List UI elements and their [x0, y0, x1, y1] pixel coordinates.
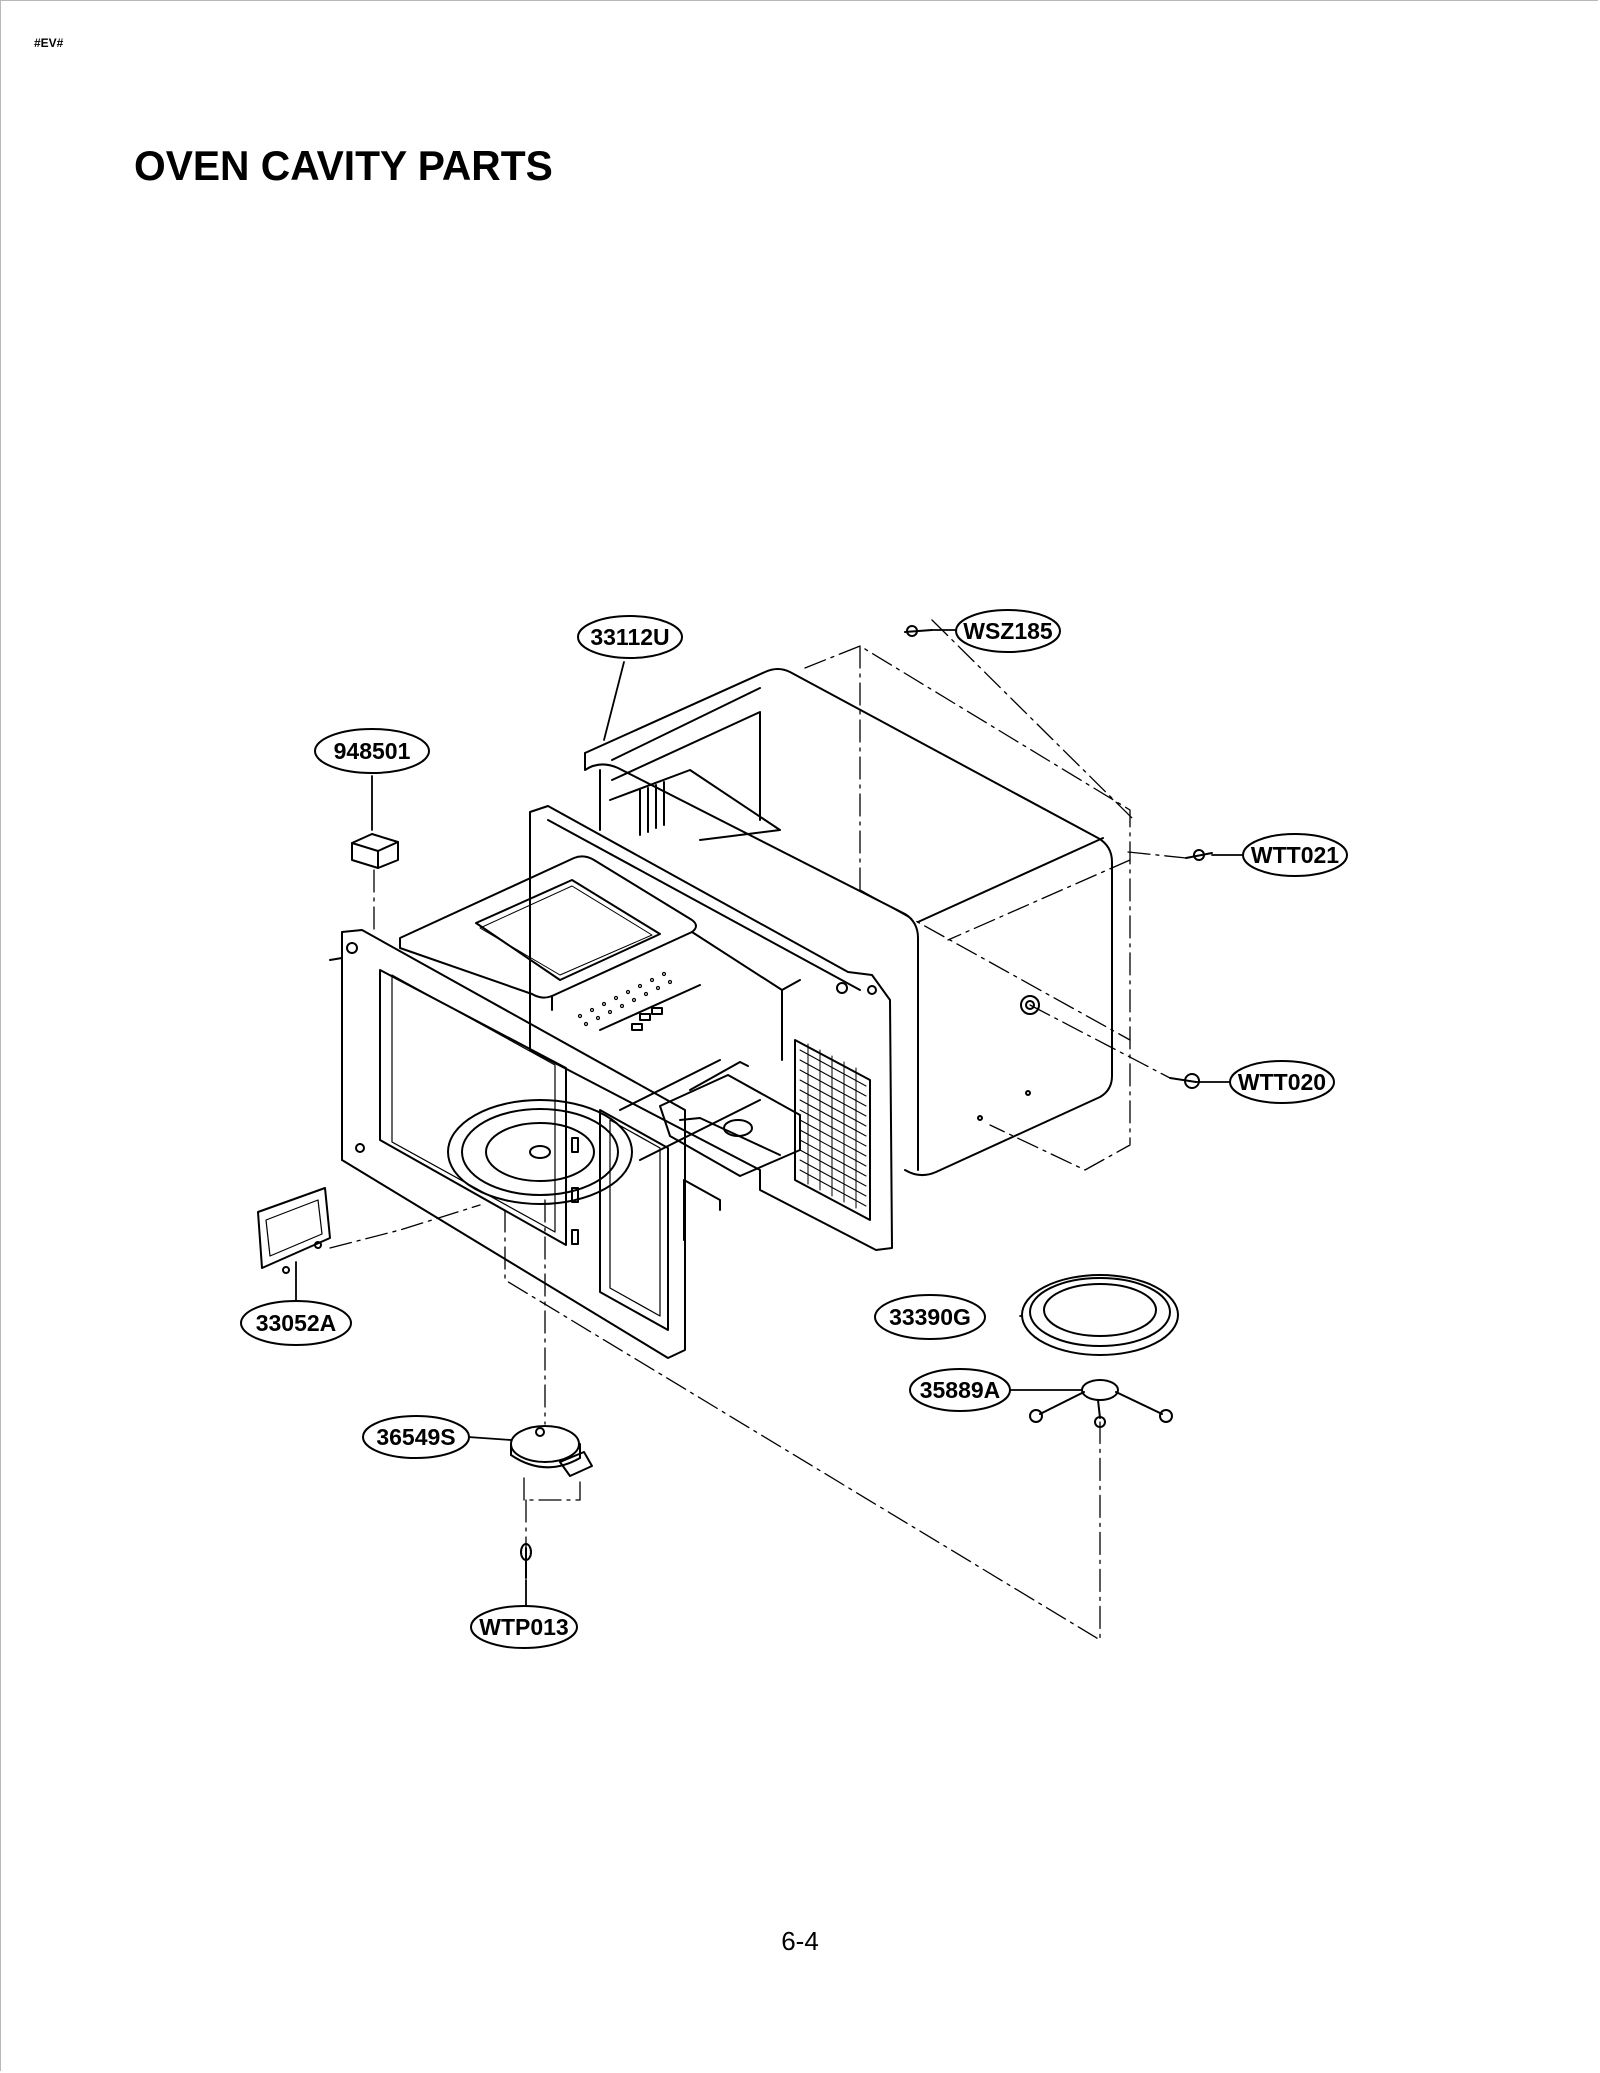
- callout-35889A-label: 35889A: [920, 1377, 1001, 1403]
- callout-WTT021: WTT021: [1242, 833, 1348, 877]
- callout-WTT021-label: WTT021: [1251, 842, 1339, 868]
- cavity-floor-ring: [447, 1099, 633, 1205]
- page-title: OVEN CAVITY PARTS: [134, 142, 553, 189]
- assembly-lines: [329, 619, 1187, 1641]
- callout-WTT020-label: WTT020: [1238, 1069, 1326, 1095]
- part-948501-block: [351, 833, 399, 869]
- callout-WTP013: WTP013: [470, 1605, 578, 1649]
- callout-35889A: 35889A: [909, 1368, 1011, 1412]
- callout-948501-label: 948501: [334, 738, 411, 764]
- callout-WTP013-label: WTP013: [479, 1614, 568, 1640]
- callout-WSZ185: WSZ185: [955, 609, 1061, 653]
- callout-33112U: 33112U: [577, 615, 683, 659]
- front-plate: [329, 929, 686, 1359]
- callout-36549S-label: 36549S: [376, 1424, 455, 1450]
- callout-33390G-label: 33390G: [889, 1304, 971, 1330]
- back-plate: [529, 805, 893, 1251]
- callout-33052A: 33052A: [240, 1300, 352, 1346]
- screw-WTP013: [520, 1543, 532, 1579]
- callout-36549S: 36549S: [362, 1415, 470, 1459]
- callout-33052A-label: 33052A: [256, 1310, 337, 1336]
- part-35889A-roller: [1029, 1379, 1173, 1428]
- screw-WTT020: [1169, 1073, 1200, 1089]
- callout-WSZ185-label: WSZ185: [963, 618, 1053, 644]
- waveguide: [659, 1061, 801, 1241]
- part-33390G-tray: [1021, 1274, 1179, 1356]
- outer-cabinet: [584, 668, 1113, 1176]
- callout-33390G: 33390G: [874, 1294, 986, 1340]
- callout-33112U-label: 33112U: [590, 624, 669, 650]
- part-33052A-cover: [257, 1187, 331, 1274]
- document-code: #EV#: [34, 36, 64, 50]
- page-number: 6-4: [781, 1926, 819, 1956]
- screw-WSZ185: [904, 625, 933, 637]
- screw-WTT021: [1185, 849, 1213, 861]
- callout-948501: 948501: [314, 728, 430, 774]
- part-36549S-motor: [510, 1425, 593, 1477]
- leader-lines: [295, 629, 1245, 1609]
- callout-WTT020: WTT020: [1229, 1060, 1335, 1104]
